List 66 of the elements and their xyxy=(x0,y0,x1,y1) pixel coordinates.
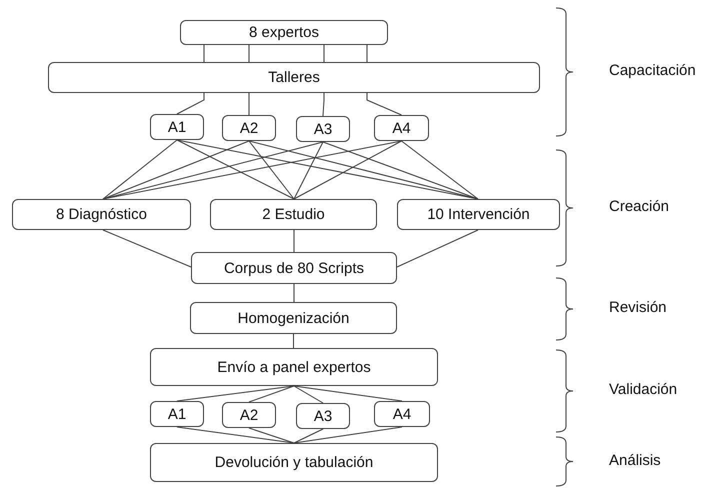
phase-label: Creación xyxy=(609,198,670,215)
process-box xyxy=(150,348,438,386)
phase-label: Validación xyxy=(609,381,678,398)
node-label: Envío a panel expertos xyxy=(217,358,371,376)
connector-line xyxy=(102,140,178,200)
connector-line xyxy=(294,142,324,200)
process-box xyxy=(296,403,350,429)
process-box xyxy=(48,62,540,93)
connector-line xyxy=(248,386,294,402)
connector-line xyxy=(102,140,402,200)
process-box xyxy=(374,401,430,427)
process-box xyxy=(12,199,191,230)
process-box xyxy=(150,443,438,482)
phase-label: Análisis xyxy=(609,452,661,468)
connector-line xyxy=(294,386,324,404)
node-label: A1 xyxy=(168,118,186,136)
process-box xyxy=(150,114,204,140)
node-label: Talleres xyxy=(268,69,320,86)
phase-label: Capacitación xyxy=(609,62,696,79)
node-label: A2 xyxy=(240,120,258,136)
connector-line xyxy=(176,140,294,200)
node-label: 10 Intervención xyxy=(427,206,530,223)
connector-line xyxy=(294,140,402,200)
node-label: A4 xyxy=(392,120,411,136)
connector-line xyxy=(293,334,294,348)
node-label: A4 xyxy=(392,406,412,422)
process-box xyxy=(222,402,276,428)
connector-line xyxy=(176,386,294,402)
node-label: Devolución y tabulación xyxy=(214,454,374,471)
connector-line xyxy=(248,44,250,62)
node-label: A2 xyxy=(240,406,258,424)
connector-line xyxy=(102,230,192,268)
process-box xyxy=(191,252,397,284)
node-label: A3 xyxy=(314,120,332,138)
process-box xyxy=(374,115,429,141)
node-label: 8 Diagnóstico xyxy=(56,206,147,223)
node-label: A1 xyxy=(168,406,186,422)
connector-line xyxy=(248,140,478,200)
connector-line xyxy=(322,92,324,116)
connector-line xyxy=(396,230,478,268)
node-label: 2 Estudio xyxy=(262,206,325,223)
connector-line xyxy=(176,92,204,114)
connector-line xyxy=(366,44,368,62)
connector-line xyxy=(248,92,250,116)
process-box xyxy=(210,199,377,230)
process-box xyxy=(296,116,350,142)
connector-line xyxy=(322,142,478,200)
connector-line xyxy=(248,428,294,444)
process-box xyxy=(190,302,397,334)
process-box xyxy=(397,199,560,230)
connector-line xyxy=(294,426,402,444)
node-label: 8 expertos xyxy=(248,24,320,41)
process-box xyxy=(150,401,204,427)
process-box xyxy=(180,20,388,45)
connector-line xyxy=(102,140,250,200)
connector-line xyxy=(294,386,402,402)
connector-line xyxy=(176,426,294,444)
connector-line xyxy=(401,140,478,200)
process-box xyxy=(222,115,276,141)
connector-line xyxy=(366,92,402,116)
node-label: Homogenización xyxy=(238,310,350,326)
connector-line xyxy=(294,428,324,444)
connector-line xyxy=(248,140,294,200)
node-label: A3 xyxy=(314,408,332,424)
node-label: Corpus de 80 Scripts xyxy=(224,260,364,276)
phase-label: Revisión xyxy=(609,299,667,316)
